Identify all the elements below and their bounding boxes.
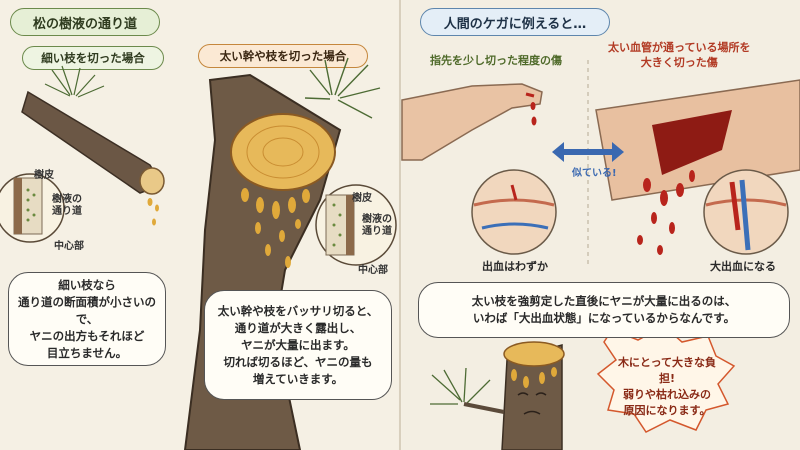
right-title: 人間のケガに例えると… — [420, 8, 610, 36]
thin-sap-path-label: 樹液の 通り道 — [52, 194, 82, 217]
small-wound-heading: 指先を少し切った程度の傷 — [430, 54, 562, 67]
thin-branch-cut — [139, 167, 165, 195]
emphasis-text: 大出血状態 — [518, 311, 577, 325]
thick-cut-surface — [230, 113, 336, 191]
pine-needles-small — [44, 65, 105, 98]
left-panel: 松の樹液の通り道 細い枝を切った場合 太い幹や枝を切った場合 — [0, 0, 398, 450]
thick-bark-label: 樹皮 — [352, 193, 372, 204]
large-cut — [652, 110, 732, 175]
thin-branch-heading: 細い枝を切った場合 — [22, 46, 164, 70]
thin-bark-label: 樹皮 — [34, 170, 54, 181]
stump-face — [517, 392, 547, 415]
thick-sap-path-label: 樹液の 通り道 — [362, 214, 392, 237]
conclusion-bubble: 太い枝を強剪定した直後にヤニが大量に出るのは、 いわば「大出血状態」になっている… — [418, 282, 790, 338]
thick-sap-drops — [241, 188, 310, 268]
burden-burst — [596, 325, 736, 433]
wound-illustrations — [401, 60, 800, 450]
compare-label: 似ている! — [572, 168, 617, 179]
thick-branch-heading: 太い幹や枝を切った場合 — [198, 44, 368, 68]
large-wound-caption: 大出血になる — [710, 260, 776, 273]
panel-divider — [399, 0, 401, 450]
burden-text: 木にとって大きな負担! 弱りや枯れ込みの 原因になります。 — [617, 356, 717, 417]
large-wound-heading: 太い血管が通っている場所を 大きく切った傷 — [608, 41, 751, 69]
small-wound-cross-section — [471, 169, 557, 255]
stump-cut-surface — [503, 341, 565, 367]
thick-center-label: 中心部 — [358, 265, 388, 276]
right-panel: 人間のケガに例えると… 指先を少し切った程度の傷 太い血管が通っている場所を 大… — [401, 0, 800, 450]
left-title: 松の樹液の通り道 — [10, 8, 160, 36]
compare-arrow — [552, 142, 624, 162]
thin-sap-drops — [147, 198, 159, 226]
thin-center-label: 中心部 — [54, 241, 84, 252]
pine-needles-large — [304, 57, 381, 119]
finger — [401, 83, 543, 161]
stump-pine-needles — [430, 367, 491, 405]
thick-branch-note: 太い幹や枝をバッサリ切ると、 通り道が大きく露出し、 ヤニが大量に出ます。 切れ… — [204, 290, 392, 400]
tree-stump — [501, 344, 563, 450]
small-wound-caption: 出血はわずか — [482, 260, 548, 273]
thin-branch-note: 細い枝なら 通り道の断面積が小さいので、 ヤニの出方もそれほど 目立ちません。 — [8, 272, 166, 366]
large-blood-drops — [637, 170, 695, 255]
